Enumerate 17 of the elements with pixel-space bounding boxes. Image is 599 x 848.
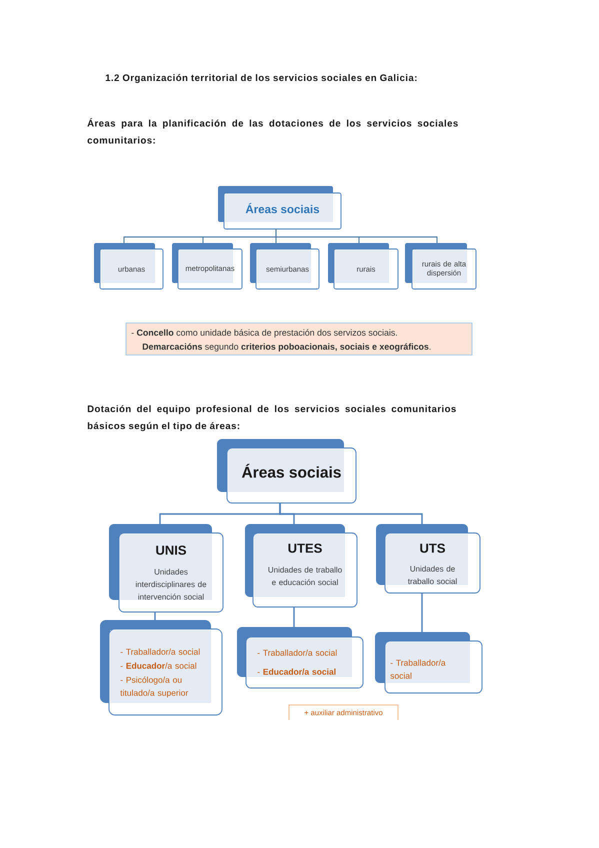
connector-line: [279, 503, 423, 524]
heading: 1.2 Organización territorial de los servicios sociales en Galicia:: [106, 74, 416, 84]
connector-line: [293, 607, 295, 627]
staff-list-box: - Traballador/a social: [375, 632, 482, 694]
staff-list-box: - Traballador/a social - Educador/a social: [237, 627, 364, 688]
section-heading: Dotación del equipo profesional de los servicios sociales comunitarios básicos según el tipo de áreas:: [88, 405, 456, 432]
connector-line: [421, 593, 423, 632]
staff-list-box: - Traballador/a social - Educador/a social - Psicólogo/a ou titulado/a superior: [100, 620, 222, 716]
unit-box: UTES Unidades de traballo e educación social: [245, 524, 358, 608]
connector-line: [154, 612, 156, 620]
unit-box: UTS Unidades de traballo social: [376, 524, 480, 594]
note-box: - Concello como unidade básica de prestación dos servizos sociais. Demarcacións segundo criterios poboacionais, sociais e xeográficos.: [126, 322, 472, 356]
root-box: Áreas sociais: [218, 186, 342, 230]
connector-line: [276, 228, 438, 244]
root-box: Áreas sociais: [217, 439, 356, 504]
section-heading: Áreas para la planificación de las dotaciones de los servicios sociales comunitarios:: [87, 118, 458, 144]
unit-box: UNIS Unidades interdisciplinares de intervención social: [109, 524, 224, 612]
